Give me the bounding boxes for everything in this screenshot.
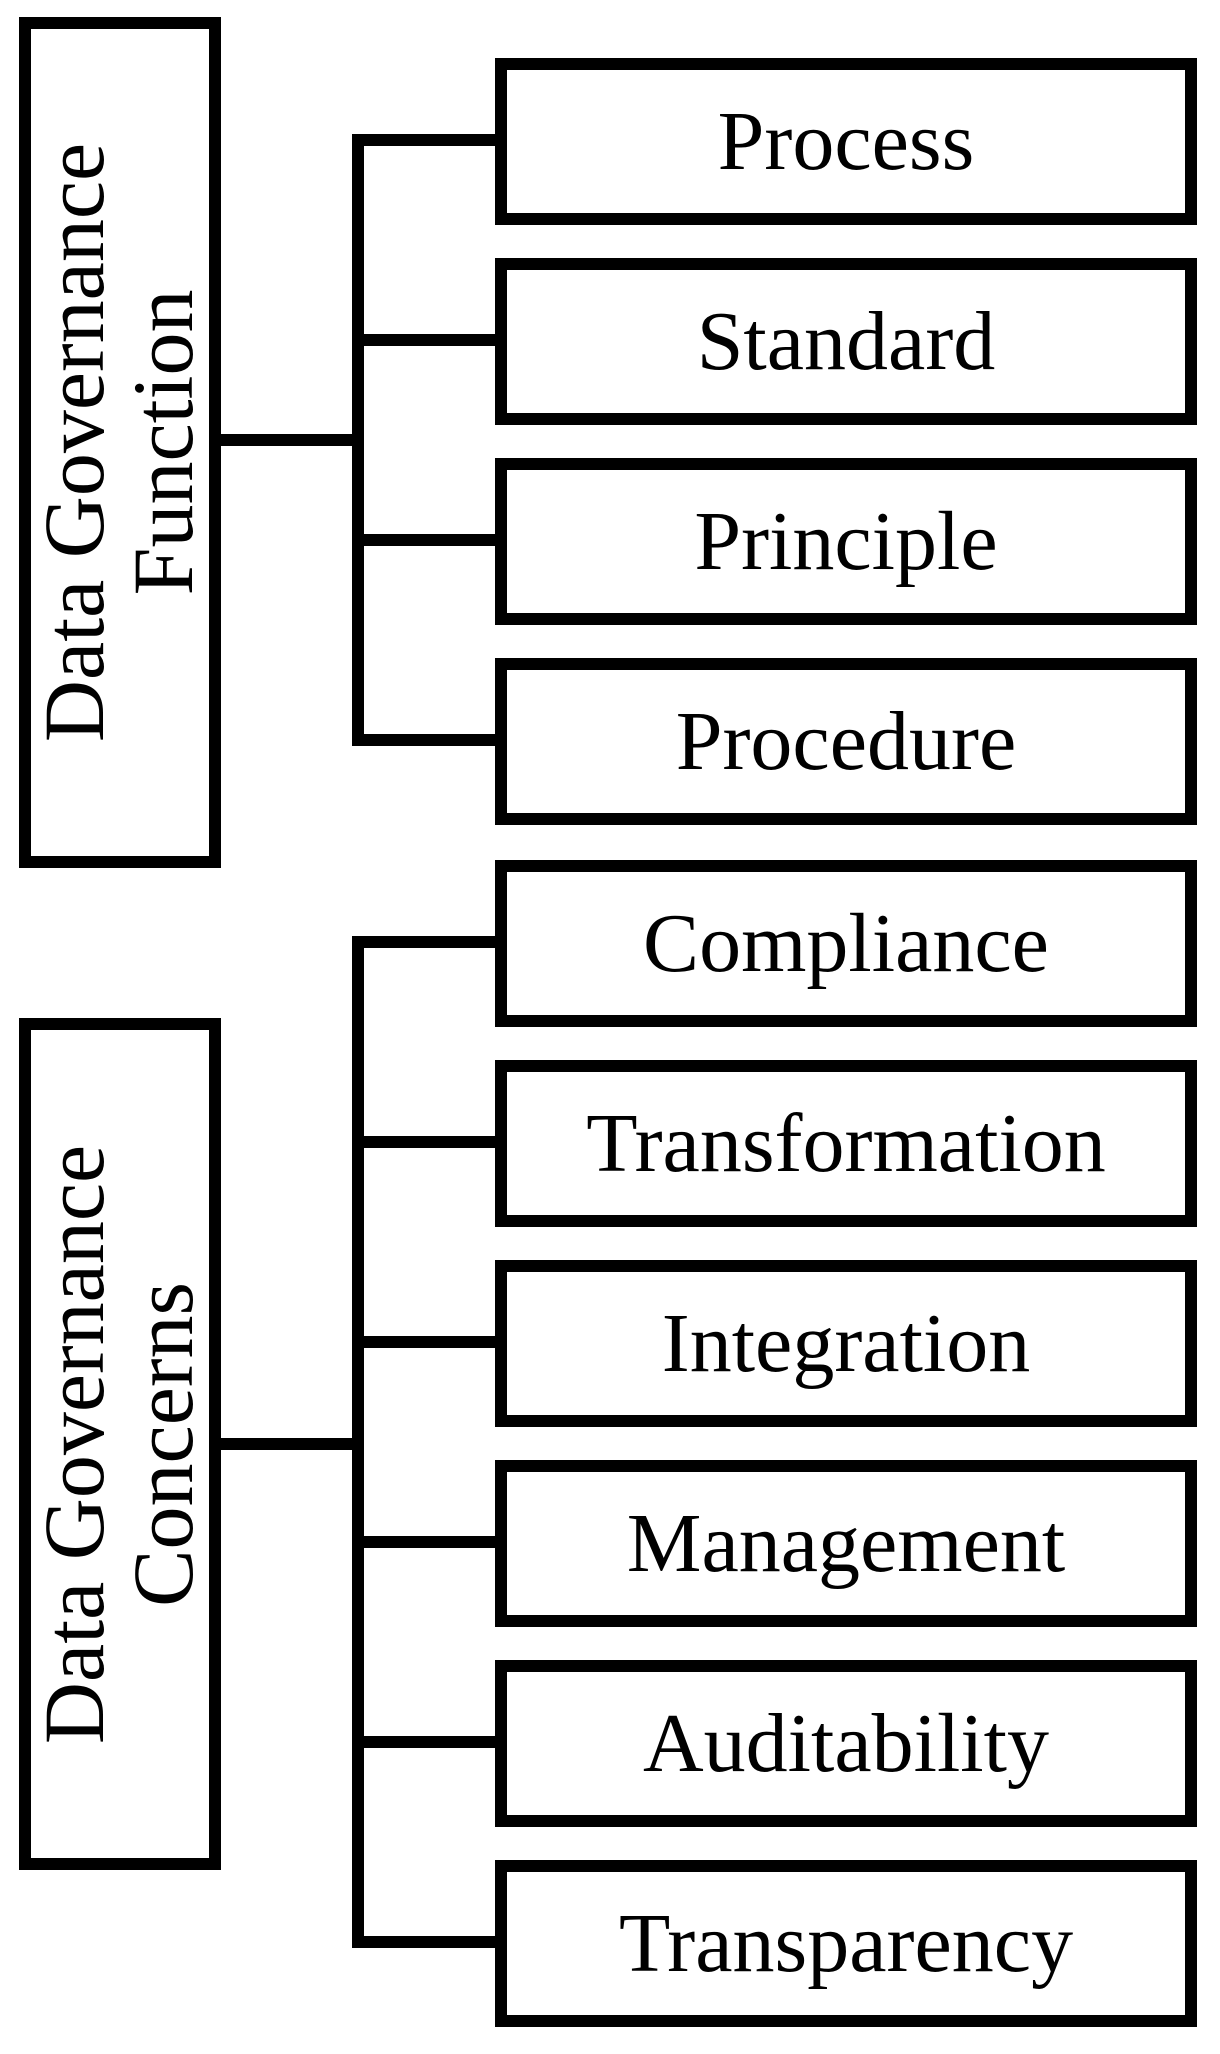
stub-line-management bbox=[352, 1536, 495, 1548]
stub-line-procedure bbox=[352, 734, 495, 746]
stub-line-integration bbox=[352, 1336, 495, 1348]
child-box-label: Principle bbox=[694, 494, 998, 588]
stub-line-principle bbox=[352, 534, 495, 546]
child-box-management: Management bbox=[495, 1460, 1197, 1627]
child-box-standard: Standard bbox=[495, 258, 1197, 425]
trunk-line-function bbox=[352, 134, 364, 746]
stub-line-compliance bbox=[352, 936, 495, 948]
child-box-label: Management bbox=[626, 1496, 1066, 1590]
trunk-line-concerns bbox=[352, 936, 364, 1948]
child-box-label: Auditability bbox=[643, 1696, 1049, 1790]
stub-line-transparency bbox=[352, 1936, 495, 1948]
parent-box-data-governance-concerns: Data Governance Concerns bbox=[19, 1018, 221, 1870]
parent-label-line1: Data Governance bbox=[26, 142, 123, 743]
child-box-label: Standard bbox=[696, 294, 996, 388]
child-box-label: Transformation bbox=[586, 1096, 1106, 1190]
child-box-procedure: Procedure bbox=[495, 658, 1197, 825]
child-box-label: Transparency bbox=[618, 1896, 1074, 1990]
child-box-process: Process bbox=[495, 58, 1197, 225]
child-box-auditability: Auditability bbox=[495, 1660, 1197, 1827]
parent-label-function: Data Governance Function bbox=[26, 142, 212, 743]
stub-line-auditability bbox=[352, 1736, 495, 1748]
stub-line-transformation bbox=[352, 1136, 495, 1148]
connector-line-function bbox=[221, 434, 364, 446]
parent-box-data-governance-function: Data Governance Function bbox=[19, 17, 221, 868]
child-box-transformation: Transformation bbox=[495, 1060, 1197, 1227]
parent-label-line2: Concerns bbox=[116, 1281, 212, 1607]
stub-line-process bbox=[352, 134, 495, 146]
child-box-integration: Integration bbox=[495, 1260, 1197, 1427]
child-box-principle: Principle bbox=[495, 458, 1197, 625]
child-box-label: Process bbox=[717, 94, 975, 188]
parent-label-line1: Data Governance bbox=[26, 1144, 123, 1744]
stub-line-standard bbox=[352, 334, 495, 346]
child-box-label: Procedure bbox=[675, 694, 1017, 788]
child-box-label: Integration bbox=[661, 1296, 1031, 1390]
parent-label-concerns: Data Governance Concerns bbox=[26, 1144, 212, 1744]
parent-label-line2: Function bbox=[116, 289, 212, 596]
child-box-compliance: Compliance bbox=[495, 860, 1197, 1027]
child-box-label: Compliance bbox=[643, 896, 1049, 990]
child-box-transparency: Transparency bbox=[495, 1860, 1197, 2027]
connector-line-concerns bbox=[221, 1438, 364, 1450]
